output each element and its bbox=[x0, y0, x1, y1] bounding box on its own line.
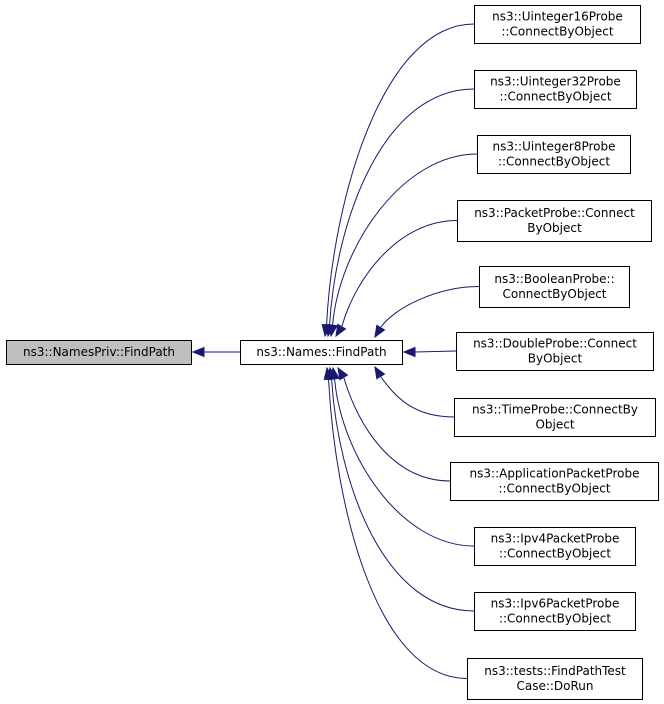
node-box bbox=[479, 266, 630, 308]
node-label-line: ByObject bbox=[527, 221, 582, 235]
edge-names-find-path-to-names-priv-find-path bbox=[191, 346, 240, 358]
edge-double-probe-to-names-find-path bbox=[402, 346, 457, 358]
node-label-line: ConnectByObject bbox=[502, 287, 606, 301]
node-label-line: ns3::NamesPriv::FindPath bbox=[23, 345, 175, 359]
node-box bbox=[474, 592, 636, 631]
node-packet-probe[interactable]: ns3::PacketProbe::ConnectByObject bbox=[457, 200, 652, 242]
node-box bbox=[456, 332, 654, 371]
node-label-line: ::ConnectByObject bbox=[498, 482, 610, 496]
node-double-probe[interactable]: ns3::DoubleProbe::ConnectByObject bbox=[456, 332, 654, 371]
node-uinteger32[interactable]: ns3::Uinteger32Probe::ConnectByObject bbox=[474, 70, 637, 109]
node-label-line: ns3::ApplicationPacketProbe bbox=[470, 467, 640, 481]
node-application-packet-probe[interactable]: ns3::ApplicationPacketProbe::ConnectByOb… bbox=[450, 462, 659, 501]
node-label-line: ns3::Names::FindPath bbox=[256, 345, 386, 359]
arrowhead bbox=[402, 346, 416, 358]
edge-line bbox=[414, 350, 457, 353]
edge-line bbox=[328, 377, 468, 679]
node-label-line: ns3::Uinteger8Probe bbox=[493, 140, 616, 154]
node-label-line: ::ConnectByObject bbox=[499, 547, 611, 561]
edge-uinteger8-to-names-find-path bbox=[327, 153, 478, 338]
edge-time-probe-to-names-find-path bbox=[374, 365, 455, 418]
node-ipv4-packet-probe[interactable]: ns3::Ipv4PacketProbe::ConnectByObject bbox=[474, 527, 636, 566]
node-label-line: ByObject bbox=[528, 352, 583, 366]
node-uinteger16[interactable]: ns3::Uinteger16Probe::ConnectByObject bbox=[474, 5, 641, 44]
arrowhead bbox=[374, 365, 386, 380]
arrowhead bbox=[337, 366, 349, 381]
node-label-line: ns3::Ipv6PacketProbe bbox=[491, 597, 620, 611]
node-label-line: ns3::PacketProbe::Connect bbox=[474, 206, 635, 220]
node-label-line: ::ConnectByObject bbox=[499, 612, 611, 626]
node-box bbox=[474, 527, 636, 566]
edge-application-packet-probe-to-names-find-path bbox=[337, 366, 451, 482]
arrowhead bbox=[323, 366, 334, 381]
arrowhead bbox=[374, 324, 386, 339]
node-time-probe[interactable]: ns3::TimeProbe::ConnectByObject bbox=[454, 398, 656, 437]
node-ipv6-packet-probe[interactable]: ns3::Ipv6PacketProbe::ConnectByObject bbox=[474, 592, 636, 631]
node-label-line: ::ConnectByObject bbox=[498, 155, 610, 169]
node-label-line: Object bbox=[535, 418, 574, 432]
node-label-line: ns3::tests::FindPathTest bbox=[484, 664, 626, 678]
node-label-line: ::ConnectByObject bbox=[499, 90, 611, 104]
arrowhead bbox=[335, 323, 347, 338]
edge-find-path-test-case-to-names-find-path bbox=[323, 366, 468, 679]
node-box bbox=[474, 70, 637, 109]
edge-line bbox=[331, 377, 475, 612]
node-box bbox=[477, 135, 631, 174]
node-names-find-path[interactable]: ns3::Names::FindPath bbox=[240, 340, 403, 365]
node-label-line: ns3::TimeProbe::ConnectBy bbox=[472, 403, 638, 417]
edge-line bbox=[334, 377, 475, 547]
edge-ipv4-packet-probe-to-names-find-path bbox=[329, 366, 475, 547]
node-label-line: Case::DoRun bbox=[516, 679, 593, 693]
node-box bbox=[474, 5, 641, 44]
node-names-priv-find-path[interactable]: ns3::NamesPriv::FindPath bbox=[6, 340, 192, 365]
edge-line bbox=[380, 376, 455, 418]
node-label-line: ns3::DoubleProbe::Connect bbox=[473, 337, 637, 351]
nodes-layer: ns3::NamesPriv::FindPath ns3::Names::Find… bbox=[6, 5, 659, 700]
node-box bbox=[457, 200, 652, 242]
node-box bbox=[6, 340, 192, 365]
node-label-line: ns3::Ipv4PacketProbe bbox=[491, 532, 620, 546]
node-uinteger8[interactable]: ns3::Uinteger8Probe::ConnectByObject bbox=[477, 135, 631, 174]
edge-uinteger32-to-names-find-path bbox=[324, 88, 475, 338]
edges-layer bbox=[191, 23, 480, 679]
node-box bbox=[467, 658, 643, 700]
arrowhead bbox=[191, 346, 205, 358]
edge-packet-probe-to-names-find-path bbox=[335, 220, 458, 338]
edge-boolean-probe-to-names-find-path bbox=[374, 286, 480, 339]
edge-line bbox=[329, 88, 475, 327]
node-label-line: ns3::Uinteger32Probe bbox=[490, 75, 621, 89]
edge-line bbox=[341, 220, 458, 327]
node-box bbox=[454, 398, 656, 437]
node-box bbox=[450, 462, 659, 501]
node-label-line: ns3::Uinteger16Probe bbox=[492, 10, 623, 24]
edge-line bbox=[343, 377, 451, 482]
edge-line bbox=[380, 286, 480, 328]
arrowhead bbox=[327, 323, 338, 338]
node-box bbox=[240, 340, 403, 365]
edge-line bbox=[326, 23, 475, 327]
edge-line bbox=[332, 153, 478, 327]
node-boolean-probe[interactable]: ns3::BooleanProbe::ConnectByObject bbox=[479, 266, 630, 308]
node-label-line: ::ConnectByObject bbox=[501, 25, 613, 39]
node-label-line: ns3::BooleanProbe:: bbox=[494, 272, 614, 286]
